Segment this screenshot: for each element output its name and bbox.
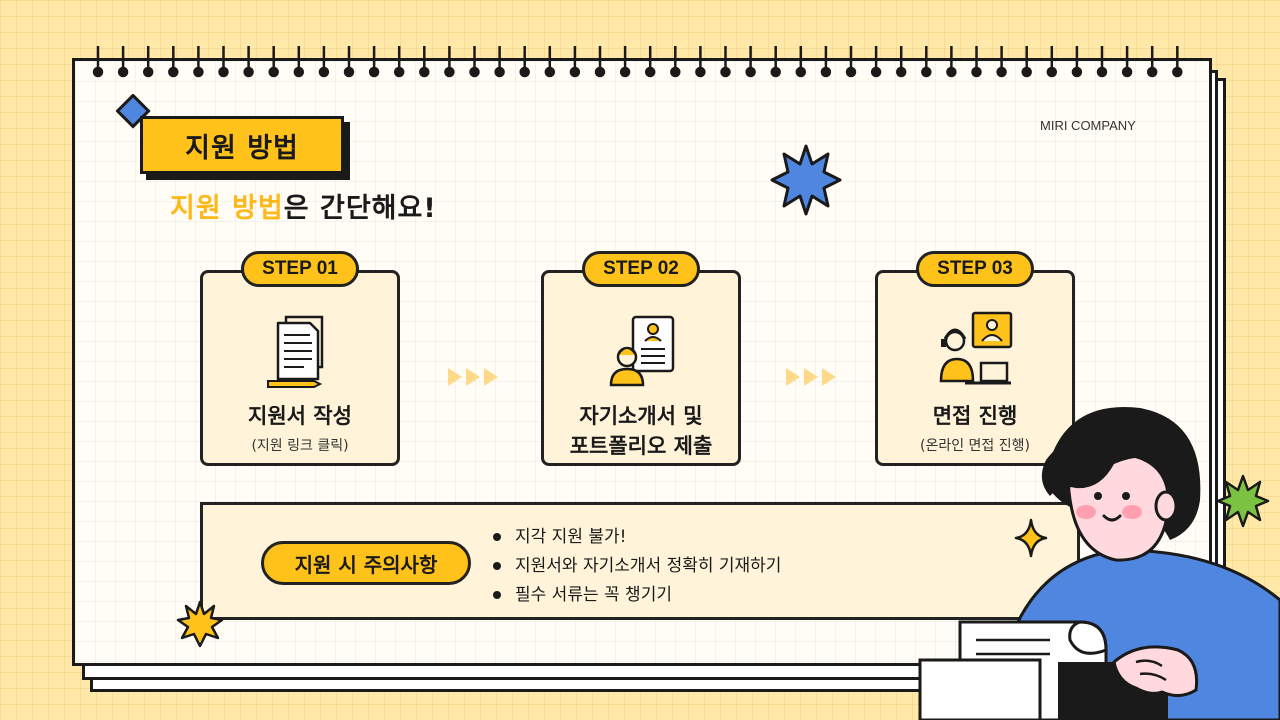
subtitle-highlight: 지원 방법: [170, 193, 284, 224]
step-card-2: STEP 02 자기소개서 및 포트폴리오 제출: [541, 251, 741, 466]
spiral-hole: [494, 66, 505, 78]
online-interview-icon: [939, 311, 1013, 385]
spiral-hole: [393, 66, 405, 78]
step-subtitle: (온라인 면접 진행): [920, 438, 1030, 454]
notice-item: 필수 서류는 꼭 챙기기: [493, 581, 781, 610]
spiral-hole: [946, 66, 957, 78]
spiral-hole: [670, 66, 681, 78]
step-title-line1: 자기소개서 및: [579, 404, 703, 428]
spiral-hole: [845, 66, 857, 78]
spiral-hole: [594, 66, 606, 78]
notice-item: 지원서와 자기소개서 정확히 기재하기: [493, 552, 781, 581]
step-badge: STEP 02: [582, 251, 700, 287]
yellow-starburst-icon: [176, 600, 224, 648]
spiral-hole: [117, 66, 129, 78]
character-illustration: [918, 407, 1280, 720]
spiral-hole: [1021, 66, 1032, 78]
spiral-hole: [1071, 66, 1083, 78]
spiral-hole: [971, 66, 982, 78]
step-card-1: STEP 01 지원서 작성 (지원 링크 클릭): [200, 251, 400, 466]
subtitle-rest: 은 간단해요!: [283, 193, 437, 224]
spiral-hole: [92, 66, 104, 78]
spiral-hole: [921, 66, 932, 78]
step-subtitle: (지원 링크 클릭): [251, 438, 349, 454]
spiral-hole: [619, 66, 631, 78]
spiral-binding: [92, 46, 1183, 78]
step-card-3: STEP 03 면접 진행 (온라인 면접 진행): [875, 251, 1075, 466]
step-title: 면접 진행: [932, 404, 1018, 428]
spiral-hole: [870, 66, 882, 78]
spiral-hole: [1046, 66, 1058, 78]
spiral-hole: [218, 66, 229, 78]
spiral-hole: [820, 66, 832, 78]
notice-list: 지각 지원 불가! 지원서와 자기소개서 정확히 기재하기 필수 서류는 꼭 챙…: [493, 523, 781, 610]
spiral-hole: [444, 66, 455, 78]
spiral-hole: [695, 66, 706, 78]
step-title: 지원서 작성: [248, 404, 352, 428]
spiral-hole: [168, 66, 179, 78]
spiral-hole: [368, 66, 380, 78]
spiral-hole: [293, 66, 305, 78]
spiral-hole: [795, 66, 807, 78]
spiral-hole: [193, 66, 204, 78]
page-title: 지원 방법: [140, 116, 344, 174]
document-icon: [267, 315, 324, 388]
step-arrow-icon: [448, 368, 498, 386]
spiral-hole: [569, 66, 581, 78]
spiral-hole: [895, 66, 907, 78]
spiral-hole: [770, 66, 781, 78]
notice-item: 지각 지원 불가!: [493, 523, 781, 552]
spiral-hole: [720, 66, 731, 78]
spiral-hole: [1096, 66, 1108, 78]
spiral-hole: [243, 66, 254, 78]
step-badge: STEP 01: [241, 251, 359, 287]
spiral-hole: [318, 66, 330, 78]
step-title-line2: 포트폴리오 제출: [569, 434, 713, 458]
spiral-hole: [996, 66, 1007, 78]
green-starburst-icon: [1216, 474, 1270, 528]
subtitle: 지원 방법은 간단해요!: [170, 186, 437, 225]
step-arrow-icon: [786, 368, 836, 386]
step-badge: STEP 03: [916, 251, 1034, 287]
spiral-hole: [419, 66, 430, 78]
resume-person-icon: [609, 315, 675, 387]
spiral-hole: [745, 66, 756, 78]
brand-name: MIRI COMPANY: [1040, 118, 1136, 133]
sparkle-icon: [1014, 518, 1048, 558]
spiral-hole: [519, 66, 530, 78]
blue-starburst-icon: [770, 144, 842, 216]
spiral-hole: [469, 66, 480, 78]
spiral-hole: [544, 66, 556, 78]
spiral-hole: [268, 66, 279, 78]
spiral-hole: [644, 66, 656, 78]
spiral-hole: [343, 66, 355, 78]
spiral-hole: [1172, 66, 1183, 78]
notice-box: 지원 시 주의사항 지각 지원 불가! 지원서와 자기소개서 정확히 기재하기 …: [200, 502, 1080, 620]
spiral-hole: [1146, 66, 1158, 78]
spiral-hole: [142, 66, 154, 78]
notice-badge: 지원 시 주의사항: [261, 541, 471, 585]
spiral-hole: [1121, 66, 1133, 78]
